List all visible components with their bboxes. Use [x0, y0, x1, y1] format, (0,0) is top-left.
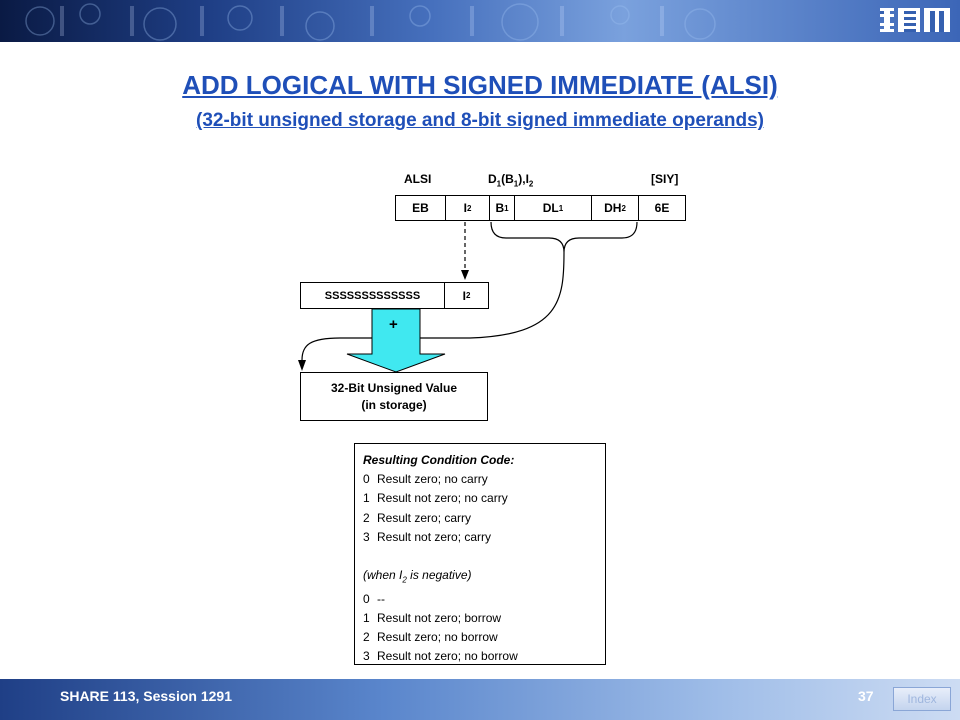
- session-label: SHARE 113, Session 1291: [60, 688, 232, 704]
- cc-row: 0--: [363, 591, 385, 606]
- storage-result-box: 32-Bit Unsigned Value (in storage): [300, 372, 488, 421]
- page-title: ADD LOGICAL WITH SIGNED IMMEDIATE (ALSI): [182, 70, 778, 100]
- ibm-logo: [880, 8, 950, 32]
- storage-connector: [301, 251, 565, 361]
- result-line1: 32-Bit Unsigned Value: [330, 380, 458, 395]
- format-label: [SIY]: [651, 172, 679, 186]
- page-subtitle: (32-bit unsigned storage and 8-bit signe…: [196, 110, 764, 131]
- storage-arrowhead: [298, 360, 306, 371]
- cc-negative-heading: (when I2 is negative): [363, 568, 472, 585]
- field-opcode-6e: 6E: [638, 195, 686, 221]
- operands-label: D1(B1),I2: [488, 172, 534, 189]
- operand-brace: [490, 221, 638, 253]
- result-line2: (in storage): [361, 397, 427, 412]
- mnemonic-label: ALSI: [404, 172, 432, 186]
- banner-pattern: [25, 3, 716, 41]
- add-arrow: [346, 308, 446, 373]
- dashed-arrowhead: [461, 270, 469, 280]
- index-button[interactable]: Index: [893, 687, 951, 711]
- sign-extension-fill: SSSSSSSSSSSSS: [300, 282, 445, 309]
- header-banner: [0, 0, 960, 42]
- footer-bar: [0, 679, 960, 720]
- plus-operator: +: [389, 316, 398, 333]
- cc-heading: Resulting Condition Code:: [363, 453, 515, 467]
- page-number: 37: [858, 688, 874, 704]
